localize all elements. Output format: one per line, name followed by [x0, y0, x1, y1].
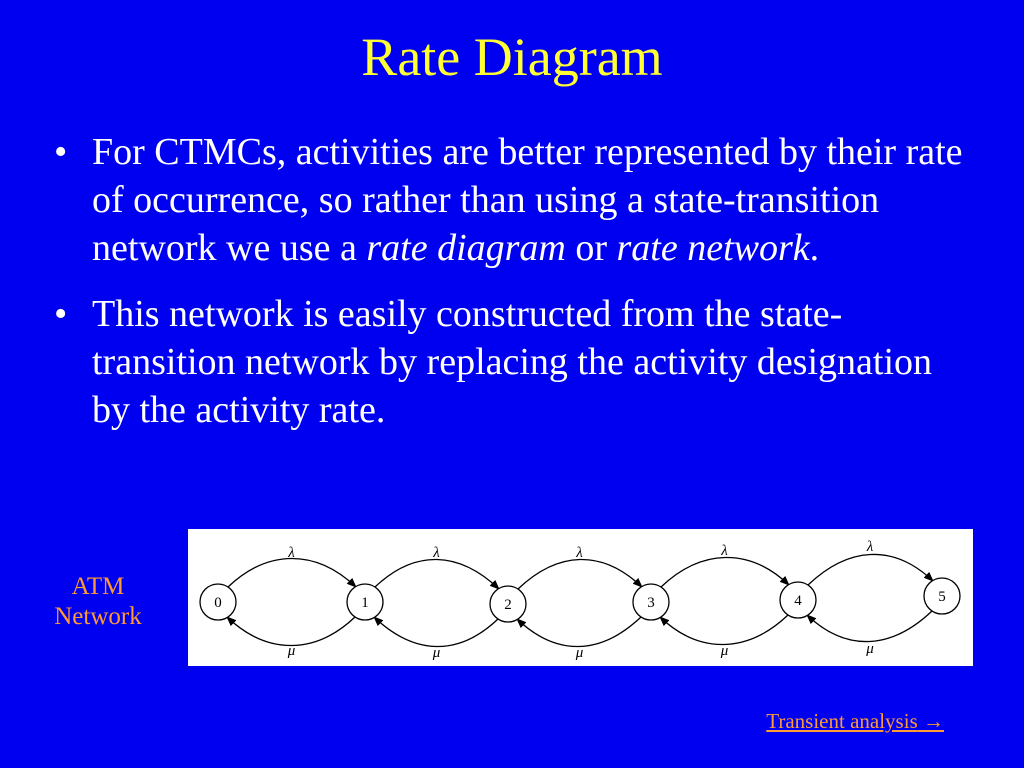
lambda-label-0-1: λ — [287, 545, 295, 561]
bullet-dot-icon: • — [54, 293, 68, 335]
bullet-1-connector: or — [565, 227, 617, 269]
forward-arrow-3-4 — [660, 556, 790, 588]
forward-arrow-0-1 — [227, 558, 357, 588]
backward-arrow-2-1 — [373, 616, 499, 648]
slide-title: Rate Diagram — [361, 27, 663, 87]
state-label-3: 3 — [647, 595, 655, 611]
rate-diagram: λ μ λ μ λ μ λ μ λ μ 0 1 2 3 4 5 — [188, 529, 973, 666]
bullet-item-1: • For CTMCs, activities are better repre… — [52, 128, 972, 272]
atm-network-label: ATM Network — [30, 572, 166, 632]
state-label-2: 2 — [504, 597, 512, 613]
side-label-line-1: ATM — [71, 573, 125, 600]
state-label-0: 0 — [214, 595, 222, 611]
mu-label-1-0: μ — [287, 643, 296, 659]
state-node-2 — [489, 585, 527, 623]
bullet-1-text: For CTMCs, activities are better represe… — [92, 131, 963, 269]
state-node-3 — [632, 583, 670, 621]
lambda-label-2-3: λ — [575, 545, 583, 561]
mu-label-4-3: μ — [720, 643, 729, 659]
backward-arrow-3-2 — [516, 616, 642, 648]
forward-arrow-2-3 — [517, 558, 643, 590]
rate-diagram-svg: λ μ λ μ λ μ λ μ λ μ 0 1 2 3 4 5 — [199, 539, 961, 661]
bullet-2-text: This network is easily constructed from … — [92, 293, 933, 431]
side-label-line-2: Network — [54, 603, 142, 630]
bullet-dot-icon: • — [54, 131, 68, 173]
bullet-1-italic-rate-diagram: rate diagram — [366, 227, 566, 269]
bullet-1-italic-rate-network: rate network — [616, 227, 810, 269]
lambda-label-4-5: λ — [866, 539, 874, 555]
transient-analysis-link[interactable]: Transient analysis → — [766, 708, 944, 734]
mu-label-3-2: μ — [575, 645, 584, 661]
transient-analysis-text: Transient analysis — [766, 709, 918, 733]
backward-arrow-4-3 — [659, 614, 789, 646]
arrow-right-icon: → — [923, 709, 944, 733]
state-label-4: 4 — [794, 593, 802, 609]
state-node-0 — [199, 583, 237, 621]
backward-arrow-1-0 — [226, 616, 356, 646]
state-label-1: 1 — [361, 595, 369, 611]
lambda-label-3-4: λ — [720, 543, 728, 559]
bullet-item-2: • This network is easily constructed fro… — [52, 290, 972, 434]
forward-arrow-1-2 — [374, 558, 500, 590]
state-label-5: 5 — [938, 589, 946, 605]
state-node-4 — [779, 581, 817, 619]
forward-arrow-4-5 — [807, 553, 934, 586]
bullet-1-end: . — [809, 227, 820, 269]
state-node-5 — [923, 577, 961, 615]
state-node-1 — [346, 583, 384, 621]
backward-arrow-5-4 — [806, 610, 933, 643]
mu-label-2-1: μ — [432, 645, 441, 661]
bullet-list: • For CTMCs, activities are better repre… — [52, 128, 972, 452]
lambda-label-1-2: λ — [432, 545, 440, 561]
mu-label-5-4: μ — [865, 641, 874, 657]
